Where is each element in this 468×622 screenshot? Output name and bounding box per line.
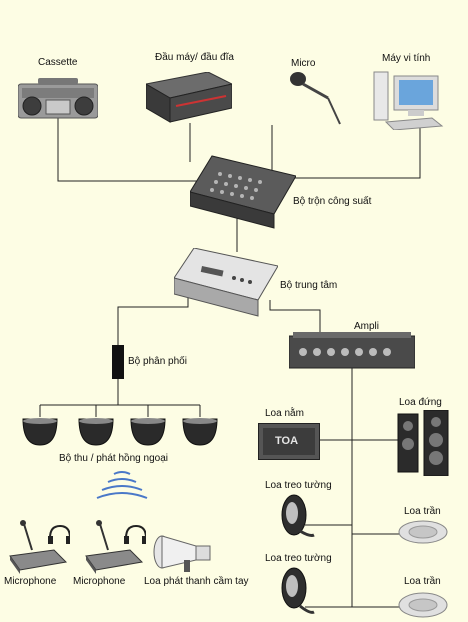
toa-brand-label: TOA: [275, 435, 299, 447]
ceiling-speaker-2-label: Loa trần: [404, 576, 441, 587]
micro-label: Micro: [291, 58, 316, 69]
ampli-label: Ampli: [354, 321, 380, 332]
ir-signal-waves-icon: [96, 471, 148, 499]
disc-player-icon: [146, 72, 232, 123]
ceiling-speaker-1-label: Loa trần: [404, 506, 441, 517]
mixer-device-icon: [190, 155, 296, 229]
box-speaker-label: Loa nằm: [265, 408, 304, 419]
standing-speaker-label: Loa đứng: [399, 397, 442, 408]
wall-speaker-icon: [281, 494, 315, 537]
microphone-1-label: Microphone: [4, 576, 57, 587]
player-label: Đầu máy/ đầu đĩa: [155, 52, 234, 63]
mixer-label: Bộ trộn công suất: [293, 196, 372, 207]
amplifier-icon: [289, 332, 415, 369]
distributor-label: Bộ phân phối: [128, 356, 187, 367]
ceiling-speaker-icon: [398, 592, 448, 618]
box-speaker-icon: TOA: [258, 423, 320, 460]
ir-transceiver-icon: [22, 418, 218, 446]
desk-microphone-icon: [9, 520, 70, 574]
computer-label: Máy vi tính: [382, 53, 431, 64]
wall-speaker-1-label: Loa treo tường: [265, 480, 332, 491]
central-unit-icon: [174, 248, 278, 317]
computer-icon: [373, 71, 444, 130]
standing-speakers-icon: [397, 410, 449, 476]
microphone-stand-icon: [290, 72, 341, 125]
ir-label: Bộ thu / phát hồng ngoại: [59, 453, 168, 464]
wall-speaker-icon: [281, 567, 315, 614]
central-label: Bộ trung tâm: [280, 280, 338, 291]
cassette-label: Cassette: [38, 57, 78, 68]
wall-speaker-2-label: Loa treo tường: [265, 553, 332, 564]
megaphone-label: Loa phát thanh cầm tay: [144, 576, 249, 587]
desk-microphone-icon: [85, 520, 146, 574]
megaphone-icon: [153, 535, 211, 572]
microphone-2-label: Microphone: [73, 576, 126, 587]
distributor-box-icon: [112, 345, 124, 379]
ceiling-speaker-icon: [398, 520, 448, 544]
cassette-player-icon: [18, 78, 98, 119]
